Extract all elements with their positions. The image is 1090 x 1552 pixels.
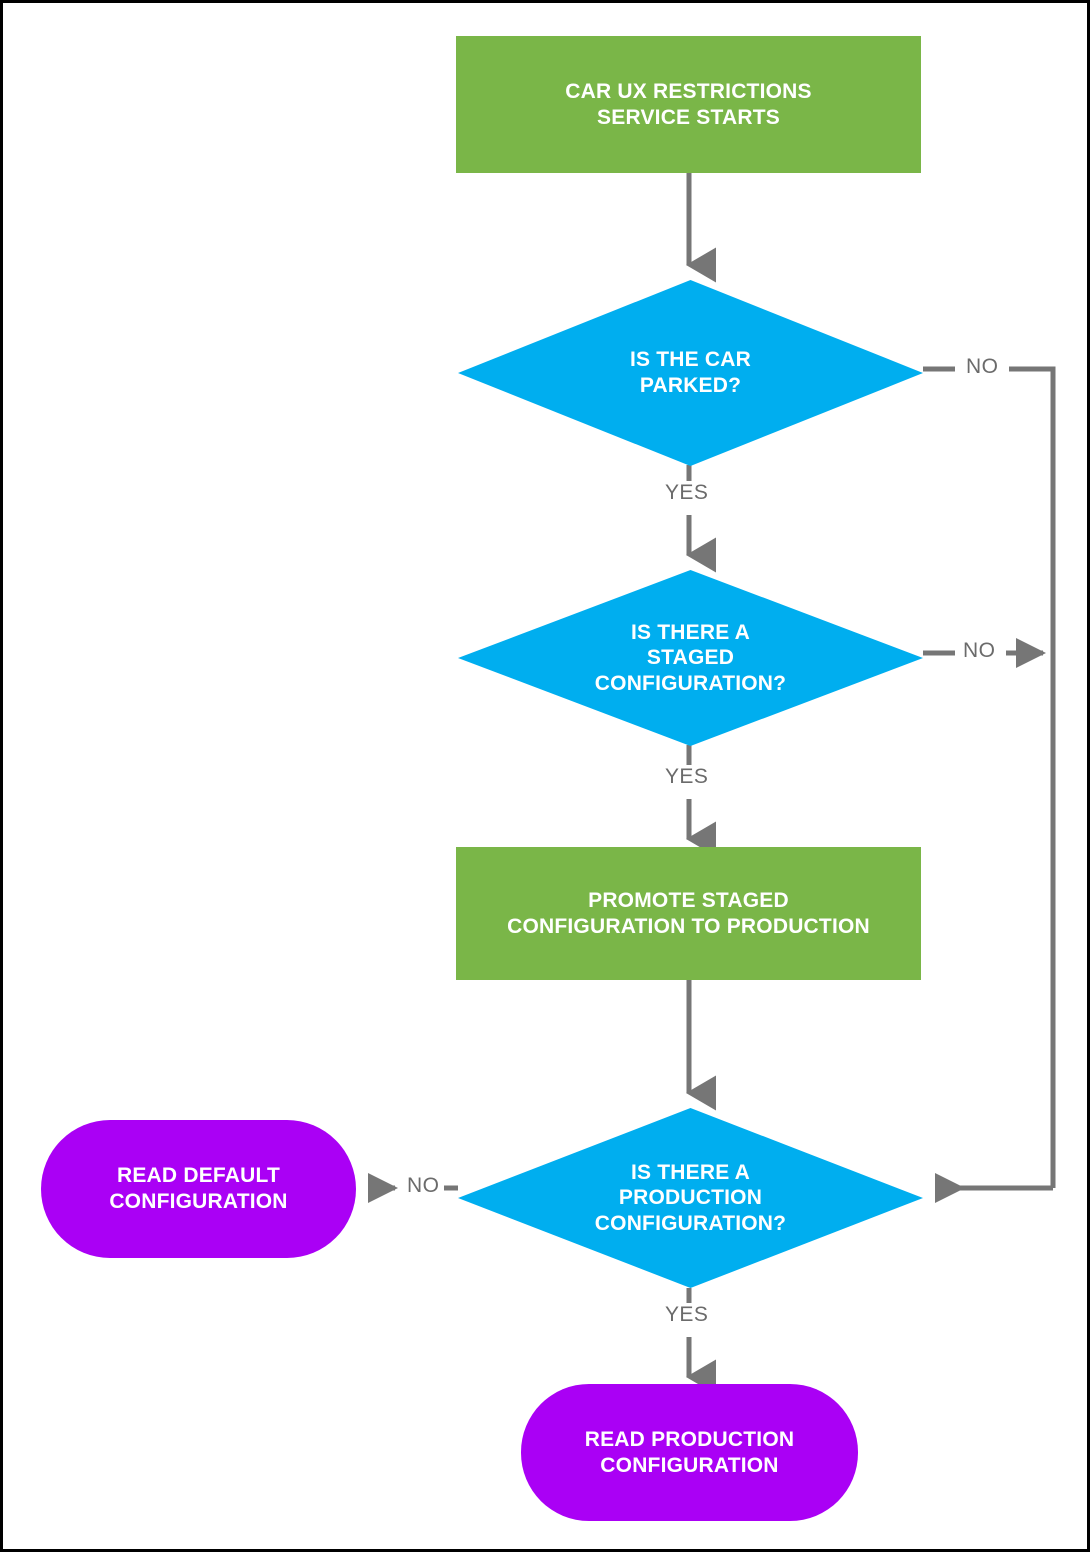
node-is-staged-config[interactable]: IS THERE A STAGED CONFIGURATION?	[458, 570, 923, 746]
edge-label-parked-no: NO	[961, 355, 1004, 379]
node-read-default-config-line2: CONFIGURATION	[109, 1190, 288, 1213]
node-read-production-config-label: READ PRODUCTION CONFIGURATION	[585, 1427, 795, 1478]
node-is-production-config[interactable]: IS THERE A PRODUCTION CONFIGURATION?	[458, 1108, 923, 1288]
node-promote-staged-label: PROMOTE STAGED CONFIGURATION TO PRODUCTI…	[507, 888, 870, 939]
node-read-production-config-line2: CONFIGURATION	[600, 1453, 779, 1477]
node-is-production-config-label: IS THERE A PRODUCTION CONFIGURATION?	[546, 1160, 834, 1237]
edge-label-staged-yes: YES	[660, 765, 714, 789]
edge-label-staged-no: NO	[958, 639, 1001, 663]
node-read-default-config-label: READ DEFAULT CONFIGURATION	[109, 1163, 287, 1214]
node-read-production-config[interactable]: READ PRODUCTION CONFIGURATION	[521, 1384, 858, 1521]
node-is-car-parked-line2: PARKED?	[639, 374, 742, 397]
flowchart-connectors	[368, 173, 1056, 1395]
node-promote-staged-line1: PROMOTE STAGED	[588, 888, 789, 912]
node-start[interactable]: CAR UX RESTRICTIONS SERVICE STARTS	[456, 36, 921, 173]
node-is-staged-config-line3: CONFIGURATION?	[594, 671, 787, 695]
node-is-production-config-line1: IS THERE A	[630, 1160, 751, 1184]
node-start-line1: CAR UX RESTRICTIONS	[565, 79, 812, 103]
node-is-car-parked-line1: IS THE CAR	[629, 348, 751, 372]
node-is-car-parked-label: IS THE CAR PARKED?	[546, 347, 834, 398]
node-is-production-config-line2: PRODUCTION	[618, 1186, 763, 1210]
node-read-default-config-line1: READ DEFAULT	[116, 1164, 280, 1188]
diamond-shape-is-production-config	[458, 1108, 923, 1288]
node-start-line2: SERVICE STARTS	[597, 105, 780, 129]
node-promote-staged-line2: CONFIGURATION TO PRODUCTION	[507, 914, 870, 938]
node-read-default-config[interactable]: READ DEFAULT CONFIGURATION	[41, 1120, 356, 1258]
node-is-car-parked[interactable]: IS THE CAR PARKED?	[458, 280, 923, 466]
edge-label-parked-yes: YES	[660, 481, 714, 505]
node-start-label: CAR UX RESTRICTIONS SERVICE STARTS	[565, 79, 811, 130]
connector-parked-no	[923, 366, 1056, 1188]
diamond-shape-is-staged-config	[458, 570, 923, 746]
node-read-production-config-line1: READ PRODUCTION	[584, 1427, 795, 1451]
node-is-staged-config-line2: STAGED	[646, 646, 735, 670]
node-is-staged-config-label: IS THERE A STAGED CONFIGURATION?	[546, 620, 834, 697]
node-is-production-config-line3: CONFIGURATION?	[594, 1211, 787, 1235]
node-is-staged-config-line1: IS THERE A	[630, 620, 751, 644]
edge-label-production-no: NO	[402, 1174, 445, 1198]
node-promote-staged[interactable]: PROMOTE STAGED CONFIGURATION TO PRODUCTI…	[456, 847, 921, 980]
edge-label-production-yes: YES	[660, 1303, 714, 1327]
diamond-shape-is-car-parked	[458, 280, 923, 466]
